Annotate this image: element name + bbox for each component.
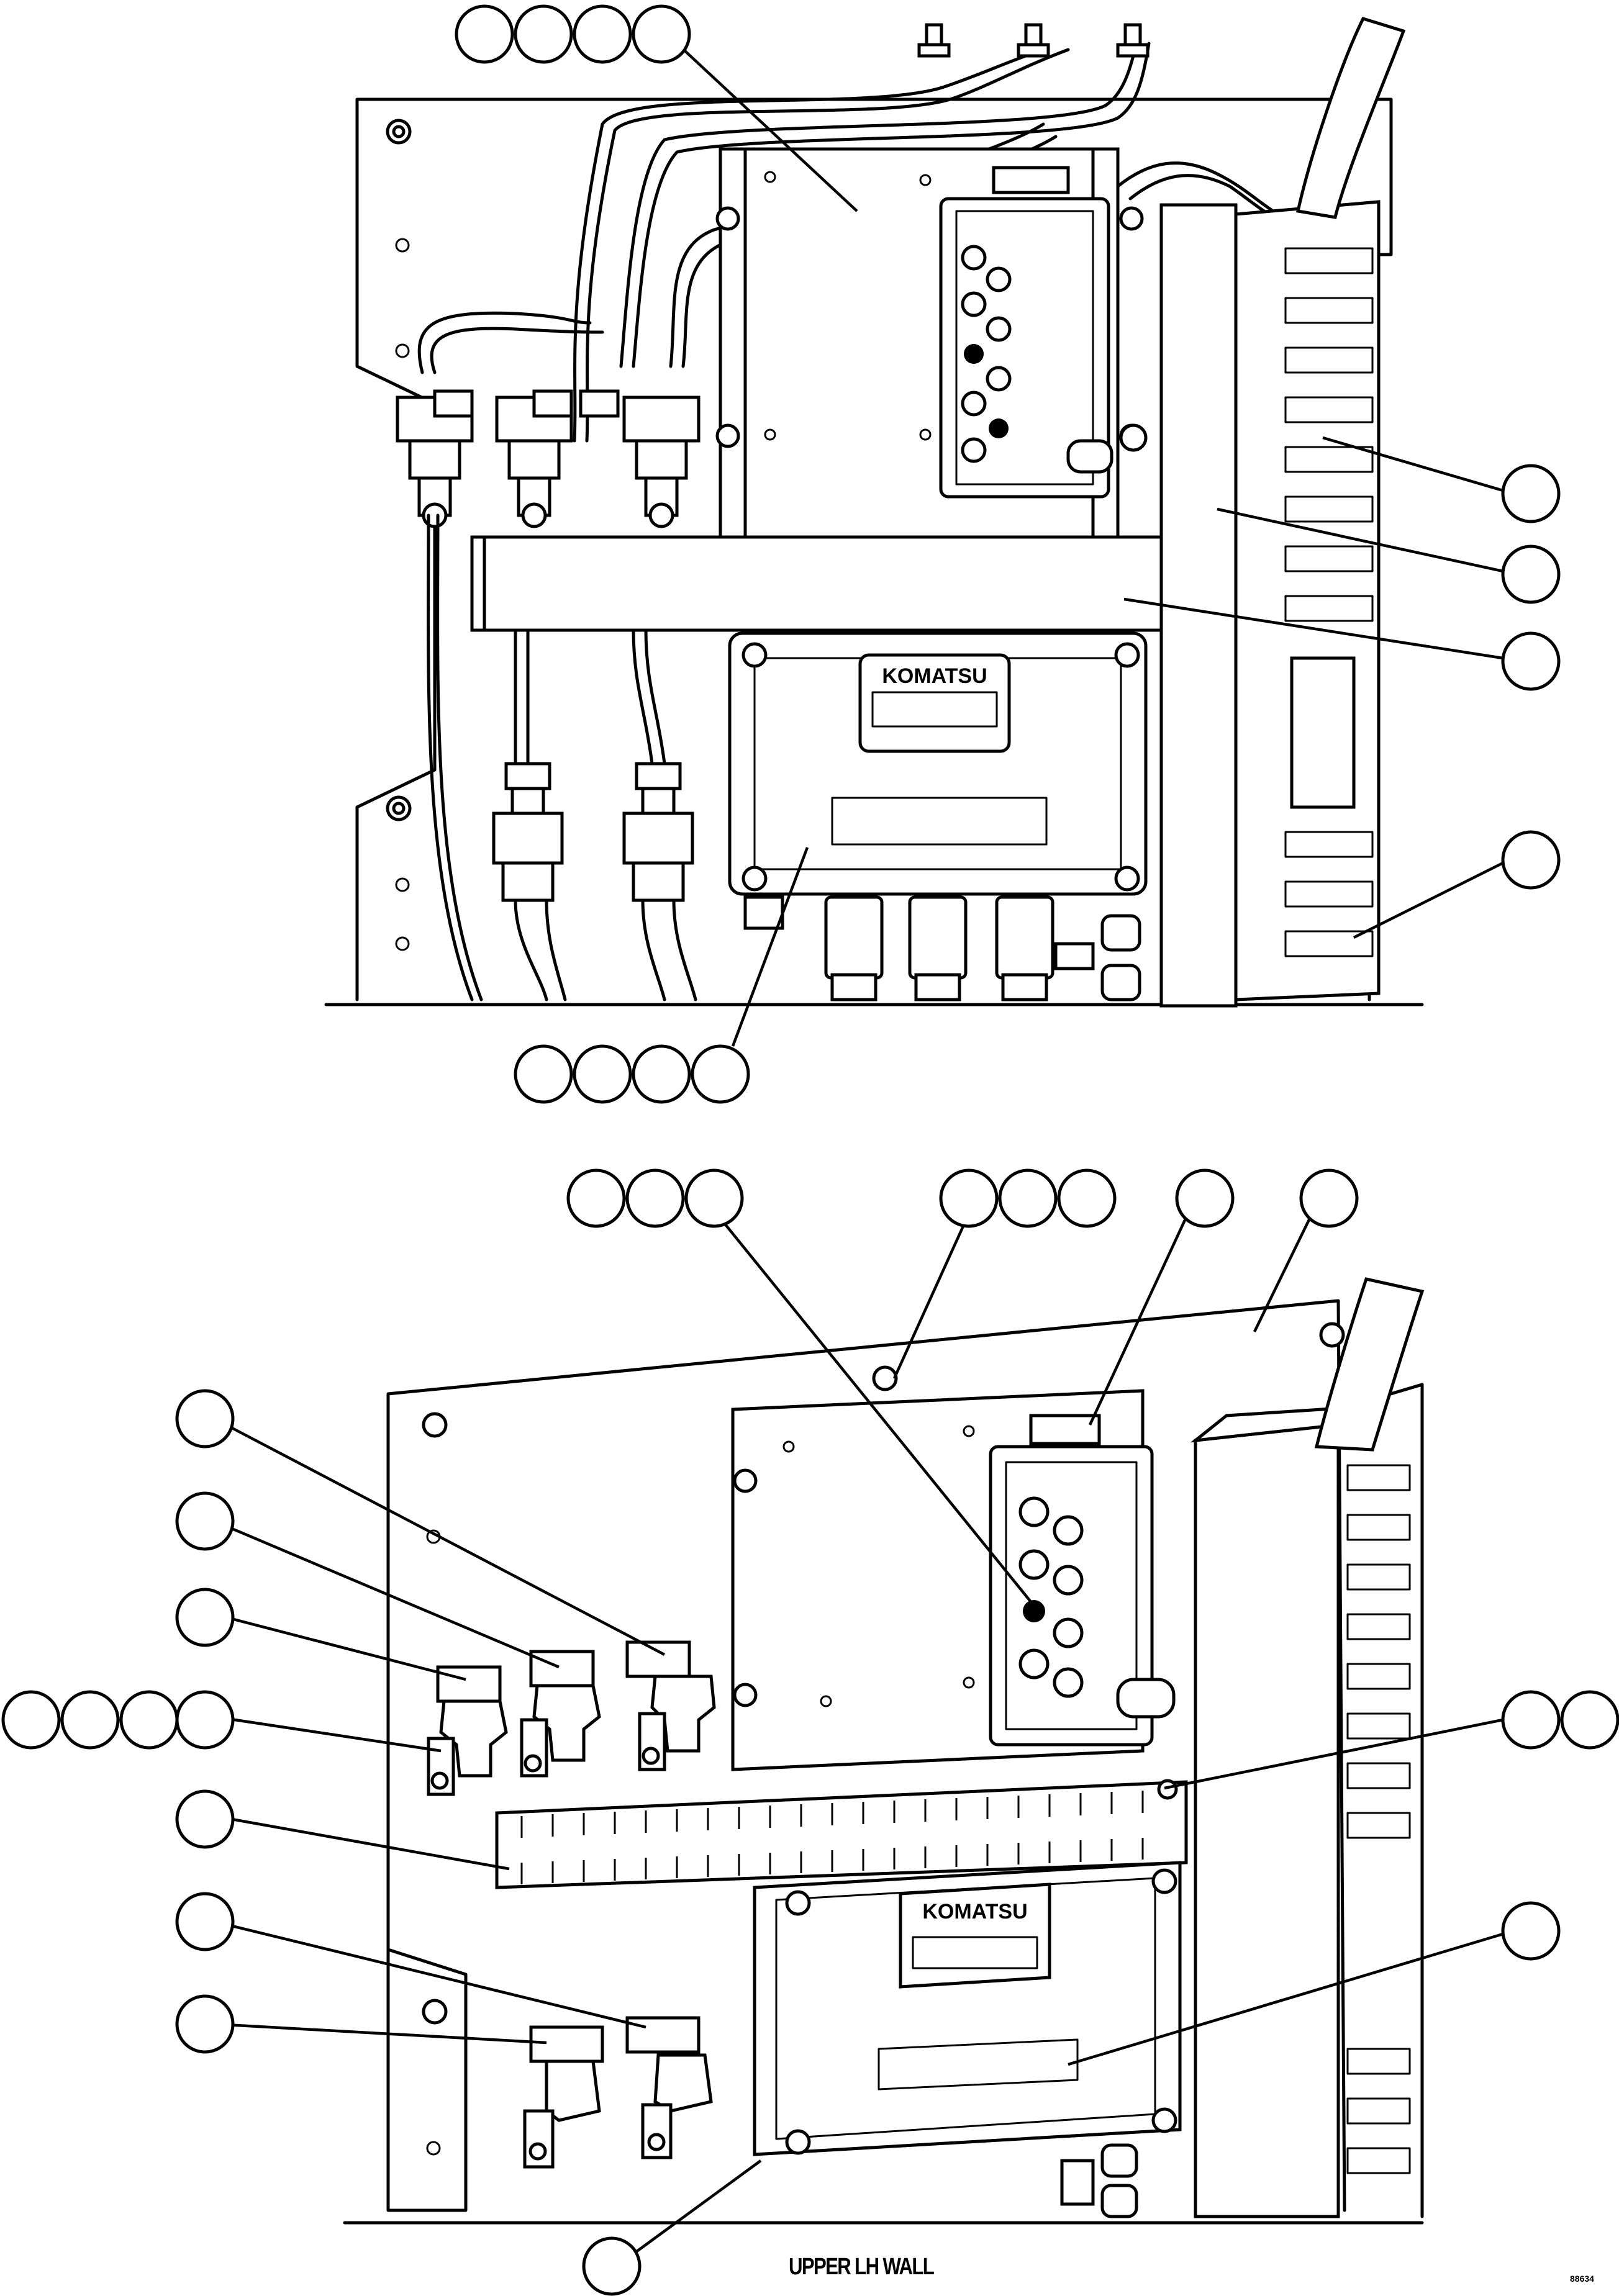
bottom-wire-duct [495,1780,1188,1889]
callout-circle-icon [1,4,1619,2296]
brand-label: KOMATSU [882,664,987,688]
connector-icon [917,23,1150,58]
bolt-icon [422,1322,1345,2156]
connector-icon [492,762,694,902]
connector-icon [743,895,1141,1001]
bolt-icon [785,1868,1177,2155]
figure-reference: 88634 [1570,2274,1594,2284]
bottom-back-panel [386,1299,1346,2212]
duct-slots [520,1791,1144,1884]
top-conduit [1295,16,1406,219]
leader-lines [213,42,1504,2255]
connector-icon [1060,2143,1138,2218]
view-caption: UPPER LH WALL [789,2254,935,2280]
top-wire-duct [470,535,1163,632]
bottom-view: KOMATSU [343,1277,1425,2225]
bottom-komatsu-plate [899,1882,1051,1989]
top-view: KOMATSU [324,16,1424,1008]
connector-icon [961,245,1148,474]
connector-icon [1018,1496,1176,1719]
duct-slots [1284,247,1374,957]
top-io-module [939,197,1110,499]
top-controller-box [728,631,1148,896]
bolt-icon [733,1425,975,1707]
top-vertical-duct [1159,203,1238,1008]
bolt-icon [741,642,1140,892]
connector-icon [427,1640,716,1796]
connector-icon [523,2016,713,2169]
bottom-vertical-duct [1194,1423,1340,2218]
brand-label: KOMATSU [922,1900,1027,1923]
bottom-conduit [1314,1277,1425,1452]
bottom-controller-box [753,1861,1182,2156]
bolt-icon [386,119,412,951]
duct-slots [1346,1464,1411,2174]
connector-icon [396,389,701,528]
